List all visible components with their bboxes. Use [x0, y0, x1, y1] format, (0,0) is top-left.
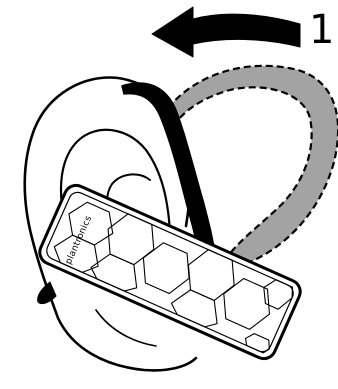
headset-casing: [38, 183, 302, 361]
headset-body: plantronics: [37, 183, 302, 361]
headset-inner-border: [46, 191, 294, 353]
honeycomb-pattern: [53, 201, 293, 354]
curved-arrow-left-icon: [151, 6, 301, 58]
step-number: 1: [309, 7, 334, 53]
